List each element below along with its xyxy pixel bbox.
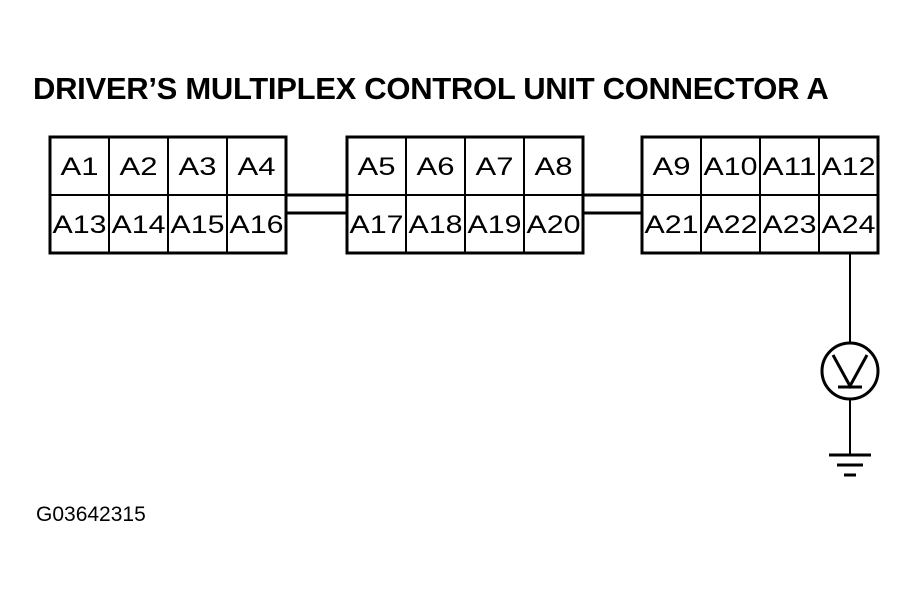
pin-label: A15 <box>171 211 225 239</box>
pin-label: A8 <box>535 153 573 181</box>
ground-icon <box>829 453 871 477</box>
pin-label: A1 <box>61 153 99 181</box>
pin-label: A6 <box>417 153 455 181</box>
pin-label: A24 <box>822 211 876 239</box>
pin-label: A7 <box>476 153 514 181</box>
pin-label: A20 <box>527 211 581 239</box>
diagram-title: DRIVER’S MULTIPLEX CONTROL UNIT CONNECTO… <box>33 71 829 106</box>
pin-label: A16 <box>230 211 284 239</box>
pin-label: A2 <box>120 153 158 181</box>
block-connector-lines <box>287 193 642 215</box>
pin-label: A11 <box>763 153 817 181</box>
pin-label: A18 <box>409 211 463 239</box>
pin-label: A9 <box>653 153 691 181</box>
pin-label: A23 <box>763 211 817 239</box>
pin-label: A5 <box>358 153 396 181</box>
pin-label: A4 <box>238 153 276 181</box>
voltmeter-icon <box>820 341 880 401</box>
pin-label: A12 <box>822 153 876 181</box>
pin-label: A19 <box>468 211 522 239</box>
pin-label: A3 <box>179 153 217 181</box>
pin-label: A22 <box>704 211 758 239</box>
figure-code: G03642315 <box>36 503 146 526</box>
pin-label: A17 <box>350 211 404 239</box>
pin-label: A13 <box>53 211 107 239</box>
pin-label: A10 <box>704 153 758 181</box>
pin-label: A21 <box>645 211 699 239</box>
pin-label: A14 <box>112 211 166 239</box>
